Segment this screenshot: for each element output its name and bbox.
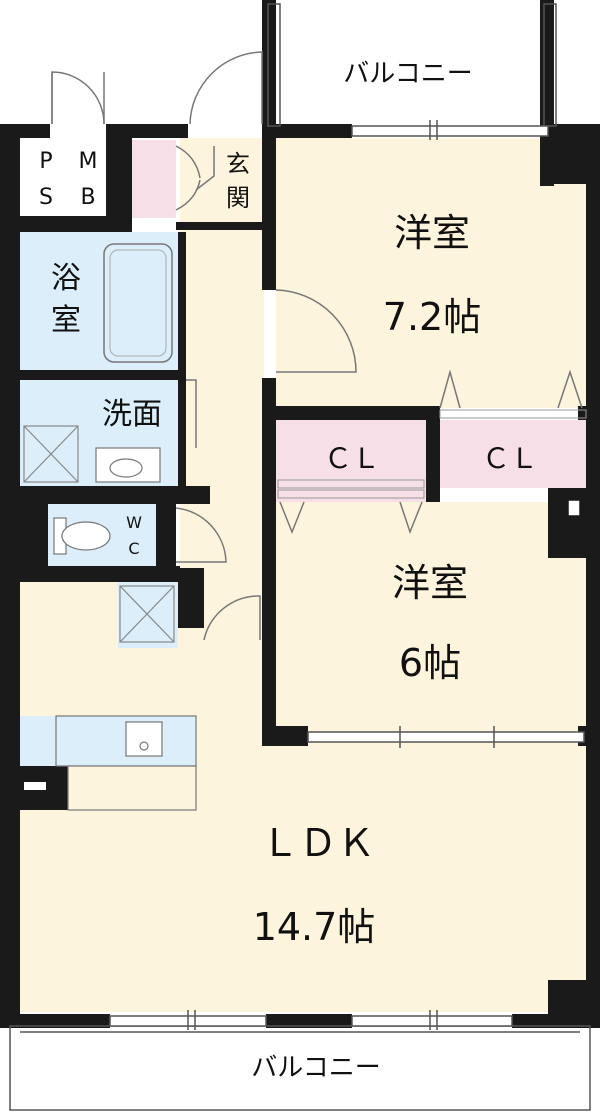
shoe-box [132, 140, 176, 218]
western-room-1 [276, 138, 588, 408]
closet2-label: ＣＬ [482, 442, 538, 475]
western1-size: 7.2帖 [383, 295, 481, 339]
western2-name: 洋室 [392, 561, 468, 605]
bath-label-1: 浴 [51, 261, 81, 296]
mb-label-b: B [80, 185, 95, 210]
kitchen-slot [24, 782, 46, 790]
door-swings [51, 51, 583, 641]
kitchen-counter [20, 716, 196, 766]
closet-2 [438, 420, 588, 488]
balcony-top [276, 12, 540, 126]
wc-label-w: W [126, 513, 142, 532]
entrance-label-1: 玄 [226, 150, 250, 178]
ps-label-s: S [39, 185, 53, 210]
balcony-bottom [12, 1022, 588, 1110]
column-slot [567, 499, 581, 517]
wc-label-c: C [128, 539, 139, 558]
entrance [180, 138, 264, 230]
washroom-label: 洗面 [102, 397, 162, 432]
closet1-label: ＣＬ [324, 442, 380, 475]
toilet [53, 517, 111, 555]
ldk-name: ＬＤＫ [261, 821, 375, 865]
washing-machine-pan [23, 425, 79, 483]
hallway [180, 230, 264, 590]
mb-label-m: M [79, 149, 98, 174]
balcony-bottom-label: バルコニー [251, 1053, 380, 1083]
balcony-railings [9, 3, 591, 1111]
ps-label-p: P [39, 149, 52, 174]
pantry-cross [119, 585, 175, 643]
bathtub [103, 243, 173, 363]
bathtub-inner [109, 249, 167, 357]
walls [0, 0, 600, 1028]
entrance-label-2: 関 [226, 184, 250, 212]
bath-label-2: 室 [51, 303, 81, 338]
wash-basin [95, 447, 161, 483]
western2-size: 6帖 [399, 641, 461, 685]
balcony-top-label: バルコニー [343, 59, 472, 89]
windows [109, 120, 585, 1030]
ldk-size: 14.7帖 [253, 905, 376, 949]
kitchen-back-counter [67, 765, 197, 811]
ps-mb-box [20, 138, 108, 216]
western1-name: 洋室 [394, 211, 470, 255]
closet-tracks [277, 409, 587, 499]
